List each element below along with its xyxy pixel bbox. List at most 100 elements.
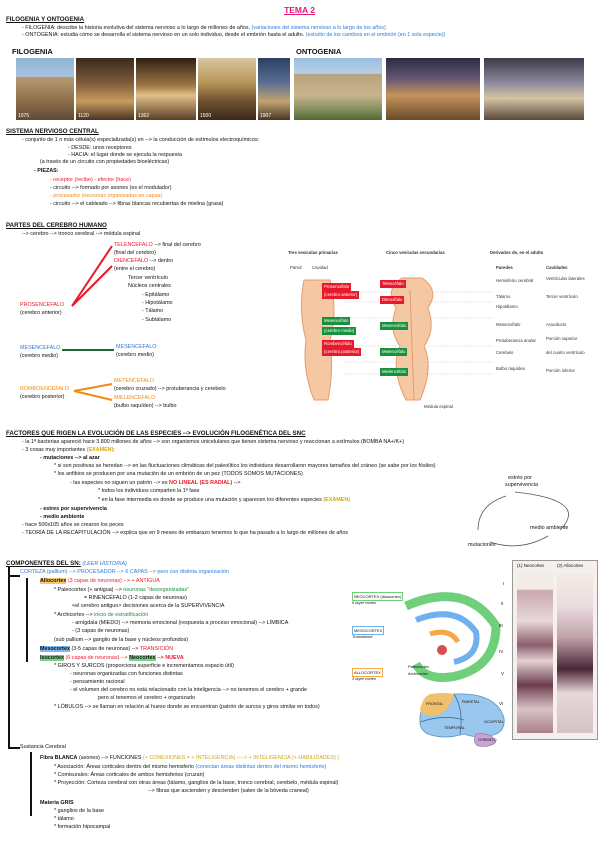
filogenia-note: (variaciones del sistema nervioso a lo l…: [251, 25, 386, 31]
snc-line-6: - receptor (recibe) - efector (hace): [50, 177, 131, 183]
fig-heading-adult: Derivados de, en el adulto: [490, 250, 544, 255]
snc-line-1: - conjunto de 1 o más célula(s) especial…: [22, 137, 260, 143]
pensamiento-line: - pensamiento racional: [70, 679, 125, 685]
factores-l10: - medio ambiente: [40, 514, 85, 520]
fig-sec-mielencefalo: Mielencéfalo: [380, 368, 409, 376]
histology-neocortex-label: (1) Neocortex: [517, 563, 545, 568]
filogenia-text: - FILOGENIA: describe la historia evolut…: [22, 25, 251, 31]
fig-mesocortex-label: MESOCORTEX: [352, 626, 385, 636]
paleo-line: * Paleocortex (+ antigua) --> neuronas "…: [54, 587, 190, 593]
factores-l5: * los anfibios se producen por una mutac…: [54, 471, 303, 477]
fig-paleocortex: Paleocortex: [408, 664, 430, 669]
cathedral-photo-1: 1075: [16, 58, 74, 120]
histology-allocortex: [557, 573, 593, 733]
giros-line: * GIROS Y SURCOS (proporciona superficie…: [54, 663, 234, 669]
metencefalo-sub: (cerebro cruzado) --> protuberancia y ce…: [114, 386, 226, 392]
label-ontogenia: ONTOGENIA: [296, 47, 342, 56]
factores-l7: * todos los individuos comparten la 1ª f…: [98, 488, 200, 494]
diencefalo-label: DIENCEFALO --> dentro: [114, 258, 174, 264]
fig-prim-mesencefalo: Mesencéfalo: [322, 317, 351, 325]
rombencefalo-sub: (cerebro posterior): [20, 394, 65, 400]
factores-l1: - la 1ª bacterias apareció hace 3.800 mi…: [22, 439, 405, 445]
prosencefalo-sub: (cerebro anterior): [20, 310, 62, 316]
proyeccion-line: * Proyección: Corteza cerebral con otras…: [54, 780, 339, 786]
comisurales-line: * Comisurales: Áreas corticales de ambos…: [54, 772, 205, 778]
fig-wall-7: Bulbo raquídeo: [496, 366, 526, 371]
diencefalo-sub: (entre el cerebro): [114, 266, 156, 272]
layer-ii: II: [501, 601, 504, 606]
dien-item-4: - Hipotálamo: [142, 300, 173, 306]
fig-cav-3: Acueducto: [546, 322, 567, 327]
mesencefalo2-sub: (cerebro medio): [116, 352, 155, 358]
factores-l11: - hace 500x105 años se crearon los peces: [22, 522, 124, 528]
cathedral-photo-5: 1907: [258, 58, 290, 120]
lobulos-line: * LÓBULOS --> se llaman en relación al h…: [54, 704, 320, 710]
page-title: TEMA 2: [284, 5, 315, 15]
cycle-medio: medio ambiente: [530, 525, 569, 531]
mesocortex-line: Mesocortex (3-5 capas de neuronas) --> T…: [40, 646, 174, 652]
heading-componentes-note: (LEER HISTORIA): [82, 561, 127, 567]
factores-l9: - estres por supervivencia: [40, 506, 107, 512]
isocortex-line: Isocortex (6 capas de neuronas) --> Neoc…: [40, 655, 184, 661]
gris-item-3: * formación hipocampal: [54, 824, 111, 830]
factores-l4: * si son positivas se heredan --> en las…: [54, 463, 436, 469]
dien-item-3: - Epitálamo: [142, 292, 170, 298]
mesencefalo2-label: MESENCEFALO: [116, 344, 157, 350]
snc-line-8: - procesador (neuronas organizadas en ca…: [50, 193, 163, 199]
gris-item-1: * ganglios de la base: [54, 808, 105, 814]
cathedral-photo-4: 1500: [198, 58, 256, 120]
snc-line-5: - PIEZAS:: [34, 168, 59, 174]
ontogenia-note: (estudio de los cambios en el embrión (e…: [305, 32, 446, 38]
fibra-blanca-line: Fibra BLANCA (axones) --> FUNCIONES (+ C…: [40, 755, 340, 761]
filogenia-definition: - FILOGENIA: describe la historia evolut…: [22, 25, 386, 32]
fig-medula: Médula espinal: [424, 404, 453, 409]
layer-vi: VI: [499, 701, 504, 706]
heading-componentes: COMPONENTES DEL SN:: [6, 560, 81, 567]
cortex-types-figure: NEOCORTEX (disocortex) 6 layer cortex ME…: [346, 586, 506, 686]
organizado-line: pero sí tenemos el cerebro + organizado: [98, 695, 195, 701]
fig-allocortex-label: ALLOCORTEX: [352, 668, 383, 678]
corteza-line: CORTEZA (pallium) --> PROCESADOR --> 6 C…: [20, 569, 230, 575]
lobe-parietal: PARIETAL: [462, 700, 480, 704]
partes-intro: --> cerebro --> tronco cerebral --> médu…: [22, 231, 141, 237]
fig-wall-6: Cerebelo: [496, 350, 514, 355]
mielencefalo-sub: (bulbo raquídeo) --> bulbo: [114, 403, 177, 409]
tree-line-sustancia: [30, 752, 32, 816]
fig-cav-5: del cuarto ventrículo: [546, 350, 585, 355]
snc-line-3: - HACIA: el lugar donde se ejecuta la re…: [68, 152, 182, 158]
rombencefalo-label: ROMBOENCEFALO: [20, 386, 70, 392]
layer-iii: III: [499, 623, 503, 628]
fig-prim-prosencefalo-sub: (cerebro anterior): [322, 291, 360, 299]
telencefalo-label: TELENCEFALO --> final del cerebro: [114, 242, 201, 248]
layer-v: V: [501, 671, 505, 676]
tree-line-corteza: [26, 578, 28, 662]
heading-filogenia: FILOGENIA Y ONTOGENIA: [6, 16, 85, 23]
telencefalo-sub: (final del cerebro): [114, 250, 156, 256]
dien-item-6: - Subtálamo: [142, 317, 172, 323]
snc-line-4: (a través de un circuito con propiedades…: [40, 159, 170, 165]
asociacion-line: * Asociación: Áreas corticales dentro de…: [54, 764, 327, 770]
histology-neocortex: [517, 573, 553, 733]
sustancia-title: Sustancia Cerebral: [20, 744, 66, 750]
fig-prim-mesencefalo-sub: (cerebro medio): [322, 327, 357, 335]
cycle-stress-2: supervivencia: [505, 482, 538, 488]
metencefalo-label: METENCEFALO: [114, 378, 155, 384]
heading-factores: FACTORES QUE RIGEN LA EVOLUCIÓN DE LAS E…: [6, 430, 306, 437]
histology-figure: (1) Neocortex (2) Allocortex I II III IV…: [499, 560, 598, 740]
lobe-cerebelo: CEREBELO: [478, 738, 497, 742]
fig-cavidad: Cavidad: [312, 265, 328, 270]
mesencefalo-sub: (cerebro medio): [20, 353, 59, 359]
mesencefalo-label: MESENCEFALO: [20, 345, 61, 351]
fig-pared: Pared: [290, 265, 302, 270]
fig-cav-1: Ventrículos laterales: [546, 276, 585, 281]
cycle-mutaciones: mutaciones: [468, 542, 496, 548]
fig-neocortex-sub: 6 layer cortex: [352, 600, 377, 605]
ontogenia-definition: - ONTOGENIA: estudia cómo se desarrolla …: [22, 32, 445, 39]
cycle-stress: estrés por: [508, 475, 532, 481]
ontogenia-photo-3: [484, 58, 584, 120]
neuronas-line: - neuronas organizadas con funciones dis…: [70, 671, 183, 677]
gris-item-2: * tálamo: [54, 816, 74, 822]
fig-sec-diencefalo: Diencéfalo: [380, 296, 405, 304]
lobe-frontal: FRONTAL: [426, 702, 444, 706]
amigdala-line: - amígdala (MIEDO) --> memoria emocional…: [72, 620, 289, 626]
